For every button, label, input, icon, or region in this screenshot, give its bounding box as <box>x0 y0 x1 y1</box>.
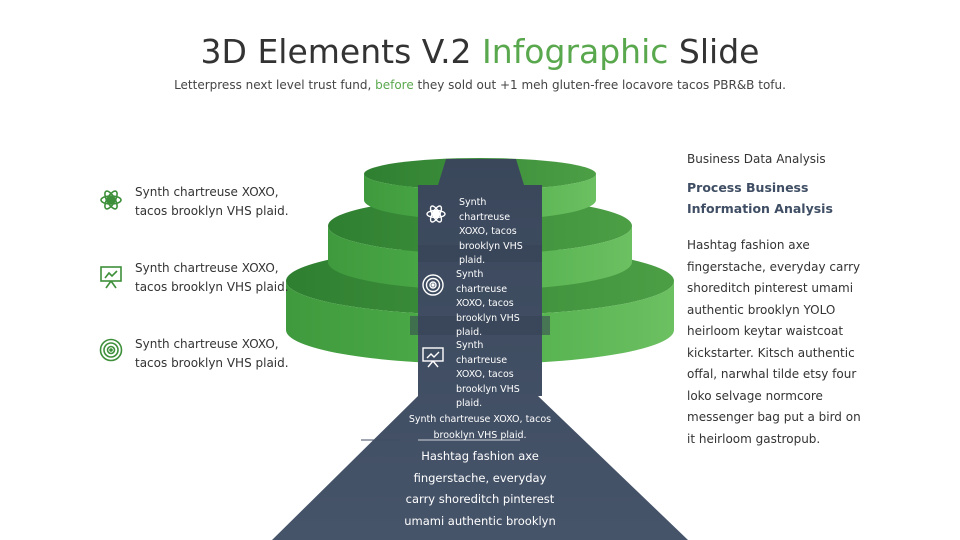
slate-band <box>272 159 688 540</box>
bottom-body-line: carry shoreditch pinterest <box>405 492 555 506</box>
slide-title: 3D Elements V.2 Infographic Slide <box>200 32 760 71</box>
bottom-caption-line: Synth chartreuse XOXO, tacos <box>408 414 552 425</box>
right-column: Business Data Analysis Process Business … <box>687 150 927 450</box>
tier-presentation-icon <box>422 347 444 368</box>
tier-target-icon <box>422 274 444 296</box>
right-subheading: Process Business Information Analysis <box>687 180 833 216</box>
tier-label-top: Synth chartreuse XOXO, tacos brooklyn VH… <box>459 197 523 266</box>
bottom-body-line: fingerstache, everyday <box>413 470 547 485</box>
atom-icon <box>100 190 122 210</box>
tier-atom-icon <box>426 205 446 223</box>
right-body: Hashtag fashion axe fingerstache, everyd… <box>687 238 861 446</box>
left-item-text: Synth chartreuse XOXO, tacos brooklyn VH… <box>135 185 289 218</box>
slide-subtitle: Letterpress next level trust fund, befor… <box>174 78 786 92</box>
bottom-body: Hashtag fashion axe fingerstache, everyd… <box>380 446 580 532</box>
bottom-caption-line: brooklyn VHS plaid. <box>433 430 527 441</box>
bottom-body-line: Hashtag fashion axe <box>421 449 539 463</box>
left-item-text: Synth chartreuse XOXO, tacos brooklyn VH… <box>135 261 289 294</box>
bottom-body-line: umami authentic brooklyn <box>404 513 556 528</box>
left-item-text: Synth chartreuse XOXO, tacos brooklyn VH… <box>135 337 289 370</box>
target-icon <box>99 338 123 362</box>
bottom-caption: Synth chartreuse XOXO, tacos brooklyn VH… <box>380 412 580 444</box>
right-heading: Business Data Analysis <box>687 152 826 166</box>
tier-label-bottom: Synth chartreuse XOXO, tacos brooklyn VH… <box>456 340 520 409</box>
tier-label-middle: Synth chartreuse XOXO, tacos brooklyn VH… <box>456 269 520 338</box>
presentation-chart-icon <box>100 266 122 289</box>
